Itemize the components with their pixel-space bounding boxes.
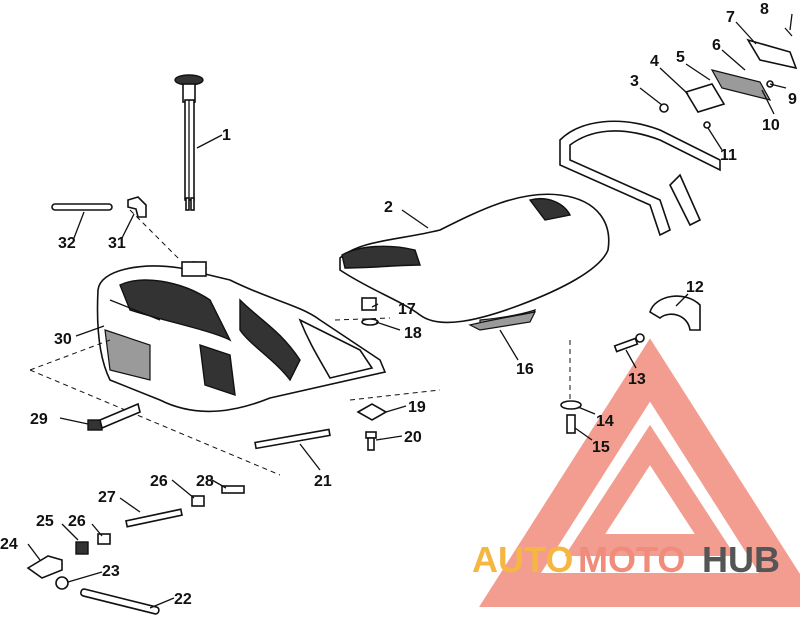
- callout-1: 1: [222, 127, 231, 144]
- part-rod-21: [254, 428, 331, 450]
- dashed-guides: [29, 209, 571, 476]
- watermark-part2: MOTO: [578, 539, 685, 580]
- part-rod-22: [80, 588, 160, 615]
- part-bracket-12: [649, 295, 701, 331]
- callout-28: 28: [196, 473, 214, 490]
- callout-27: 27: [98, 489, 116, 506]
- part-washer-18: [361, 318, 379, 326]
- part-rod-32: [51, 203, 113, 211]
- callout-3: 3: [630, 73, 639, 90]
- callout-20: 20: [404, 429, 422, 446]
- callout-19: 19: [408, 399, 426, 416]
- part-nut-26b: [97, 533, 111, 545]
- part-fitting-31: [127, 196, 147, 218]
- callout-23: 23: [102, 563, 120, 580]
- callout-15: 15: [592, 439, 610, 456]
- part-bolt-20: [365, 431, 377, 451]
- part-bolt-13: [613, 333, 645, 353]
- part-nut-25: [75, 541, 89, 555]
- part-fitting-24: [26, 555, 63, 579]
- callout-30: 30: [54, 331, 72, 348]
- part-nut-26a: [191, 495, 205, 507]
- part-rod-27: [125, 508, 183, 528]
- part-nut-17: [361, 297, 377, 311]
- callout-22: 22: [174, 591, 192, 608]
- callout-14: 14: [596, 413, 614, 430]
- callout-29: 29: [30, 411, 48, 428]
- callout-6: 6: [712, 37, 721, 54]
- part-mount-16: [468, 311, 537, 331]
- callout-2: 2: [384, 199, 393, 216]
- callout-25: 25: [36, 513, 54, 530]
- callout-31: 31: [108, 235, 126, 252]
- callout-17: 17: [398, 301, 416, 318]
- callout-16: 16: [516, 361, 534, 378]
- callout-13: 13: [628, 371, 646, 388]
- callout-8: 8: [760, 1, 769, 18]
- part-plate-19: [356, 403, 388, 421]
- watermark-part3: HUB: [702, 539, 780, 580]
- part-washer-14: [560, 400, 582, 410]
- callout-4: 4: [650, 53, 659, 70]
- part-washer-23: [55, 576, 69, 590]
- part-grab-bar: [559, 120, 721, 237]
- callout-21: 21: [314, 473, 332, 490]
- callout-7: 7: [726, 9, 735, 26]
- callout-10: 10: [762, 117, 780, 134]
- watermark-part1: AUTO: [472, 539, 573, 580]
- part-bolt-15: [566, 414, 576, 434]
- callout-9: 9: [788, 91, 797, 108]
- callout-26b: 26: [68, 513, 86, 530]
- part-fuel-sender: [174, 74, 204, 211]
- watermark-text: AUTO MOTO HUB: [472, 539, 780, 580]
- part-taillight: [659, 27, 798, 129]
- leader-lines: [27, 13, 793, 609]
- callout-26a: 26: [150, 473, 168, 490]
- callout-labels: 1 2 3 4 5 6 7 8 9 10 11 12 13 14 15 16 1…: [0, 1, 797, 608]
- part-pin-28: [221, 485, 245, 494]
- callout-11: 11: [720, 147, 737, 164]
- part-seat: [339, 193, 610, 329]
- callout-24: 24: [0, 536, 18, 553]
- callout-18: 18: [404, 325, 422, 342]
- part-fuel-tank: [96, 261, 387, 413]
- callout-32: 32: [58, 235, 76, 252]
- callout-12: 12: [686, 279, 704, 296]
- watermark-logo: [479, 338, 800, 607]
- part-clamp-29: [87, 402, 141, 431]
- callout-5: 5: [676, 49, 685, 66]
